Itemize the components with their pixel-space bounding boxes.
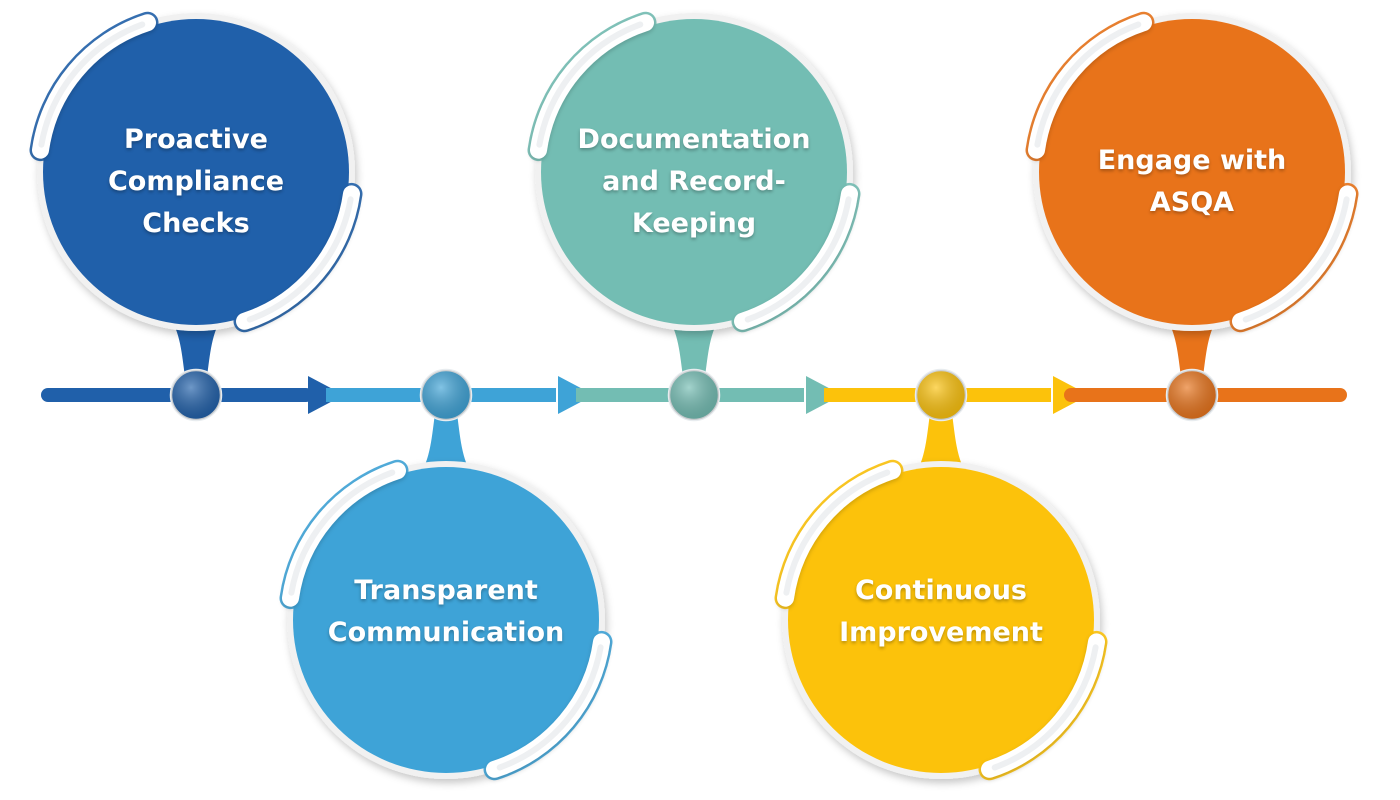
highlight-arc-1-2 [233, 182, 363, 333]
connector-5 [1166, 317, 1218, 383]
highlight-arc-5-1 [1025, 11, 1155, 162]
timeline-node-1 [169, 368, 223, 422]
connector-2 [420, 407, 472, 475]
step-circle-2 [287, 461, 605, 779]
highlight-arc-3-2 [731, 182, 861, 333]
highlight-arc-5-2 [1229, 182, 1359, 333]
timeline-node-5 [1165, 368, 1219, 422]
connector-1 [170, 317, 222, 383]
timeline-node-2 [419, 368, 473, 422]
timeline-nodes [169, 368, 1219, 422]
step-circle-4 [782, 461, 1100, 779]
highlight-arc-4-1 [774, 459, 904, 610]
highlight-arc-4-2 [978, 630, 1108, 781]
highlight-arc-2-2 [483, 630, 613, 781]
connector-3 [668, 317, 720, 383]
step-circle-1 [37, 13, 355, 331]
highlight-arc-2-1 [279, 459, 409, 610]
step-circles [29, 11, 1359, 781]
step-circle-3 [535, 13, 853, 331]
highlight-arc-3-1 [527, 11, 657, 162]
connector-4 [915, 407, 967, 475]
step-circle-5 [1033, 13, 1351, 331]
highlight-arc-1-1 [29, 11, 159, 162]
connectors [170, 317, 1218, 475]
timeline-node-4 [914, 368, 968, 422]
timeline-node-3 [667, 368, 721, 422]
